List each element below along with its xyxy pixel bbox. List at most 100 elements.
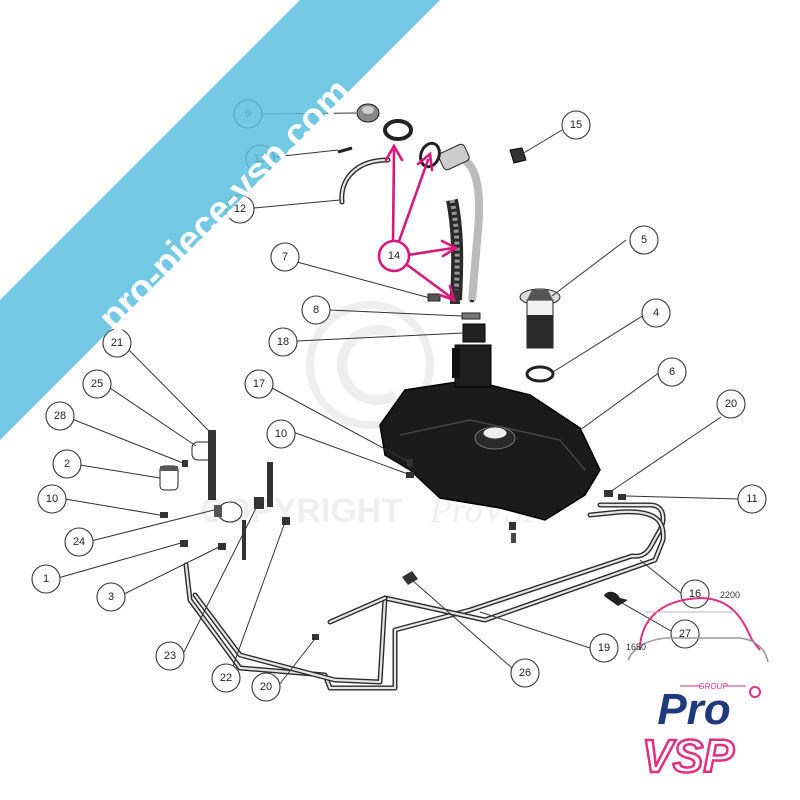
logo-pro: Pro	[657, 685, 730, 734]
callout-10-tank[interactable]: 10	[266, 419, 296, 449]
svg-text:16: 16	[689, 588, 701, 600]
callout-28[interactable]: 28	[45, 401, 75, 431]
dimension-1650: 1650	[626, 642, 646, 652]
callout-7[interactable]: 7	[270, 242, 300, 272]
fitting-23	[254, 497, 264, 509]
provsp-logo: 2200 1650 GROUP Pro VSP	[626, 590, 769, 783]
website-banner: pro-piece-vsp.com	[0, 0, 440, 440]
dimension-2200: 2200	[720, 590, 740, 600]
cap-ring	[383, 119, 413, 141]
callouts: 9 13 12 14 15 5 7 8 18 4 21 6 25 17 28 2…	[31, 99, 767, 702]
callout-8[interactable]: 8	[301, 295, 331, 325]
line-clip-26	[402, 571, 418, 585]
bracket-21	[208, 430, 216, 500]
callout-20-top[interactable]: 20	[716, 389, 746, 419]
svg-text:26: 26	[519, 667, 531, 679]
callout-18[interactable]: 18	[268, 327, 298, 357]
svg-text:19: 19	[598, 642, 610, 654]
callout-5[interactable]: 5	[629, 225, 659, 255]
filler-neck	[438, 143, 484, 303]
callout-19[interactable]: 19	[589, 633, 619, 663]
svg-text:10: 10	[275, 428, 287, 440]
bolt-under-tank	[509, 522, 516, 530]
callout-15[interactable]: 15	[561, 110, 591, 140]
fuel-lines	[183, 502, 666, 691]
svg-text:1: 1	[43, 573, 49, 585]
bracket-22	[267, 462, 273, 507]
svg-text:10: 10	[46, 493, 58, 505]
filler-cap	[356, 103, 380, 123]
highlight-arrows-14	[377, 143, 459, 303]
logo-dot	[749, 686, 761, 698]
connector-20-right	[604, 490, 613, 497]
callout-2[interactable]: 2	[52, 449, 82, 479]
svg-text:11: 11	[746, 493, 757, 505]
fuel-pump	[519, 288, 561, 349]
car-outline	[639, 596, 761, 651]
connector-20-low	[312, 634, 319, 640]
callout-10-left[interactable]: 10	[37, 484, 67, 514]
connector-11	[618, 494, 626, 500]
callout-25[interactable]: 25	[82, 369, 112, 399]
svg-text:3: 3	[108, 591, 114, 603]
svg-text:27: 27	[679, 628, 691, 640]
fitting-22	[282, 517, 290, 525]
svg-text:14: 14	[388, 250, 400, 262]
svg-text:17: 17	[253, 378, 265, 390]
svg-text:18: 18	[277, 336, 289, 348]
svg-text:20: 20	[260, 681, 272, 693]
svg-text:28: 28	[54, 410, 66, 422]
svg-text:24: 24	[73, 536, 85, 548]
callout-24[interactable]: 24	[64, 527, 94, 557]
bolt-under-tank-2	[511, 533, 516, 543]
svg-text:20: 20	[725, 398, 737, 410]
callout-16[interactable]: 16	[680, 579, 710, 609]
line-clip-27	[604, 591, 628, 606]
leader-lines	[57, 112, 740, 686]
pump-seal-ring	[525, 365, 555, 383]
logo-group-text: GROUP	[698, 682, 728, 691]
callout-4[interactable]: 4	[641, 298, 671, 328]
svg-text:12: 12	[234, 203, 246, 215]
fuel-tank	[379, 344, 601, 521]
bolt-17	[407, 459, 413, 467]
svg-text:22: 22	[220, 672, 232, 684]
clip-28	[182, 460, 188, 467]
bolt-1	[180, 540, 188, 547]
callout-23[interactable]: 23	[155, 641, 185, 671]
svg-text:6: 6	[669, 366, 675, 378]
neck-clamp	[450, 290, 460, 304]
callout-22[interactable]: 22	[211, 663, 241, 693]
svg-text:25: 25	[91, 378, 103, 390]
svg-text:15: 15	[570, 119, 582, 131]
connector-15	[509, 147, 527, 164]
svg-text:21: 21	[111, 337, 123, 349]
svg-text:8: 8	[313, 304, 319, 316]
svg-text:7: 7	[282, 251, 288, 263]
callout-20-bottom[interactable]: 20	[251, 672, 281, 702]
fuel-filter-2	[159, 465, 179, 491]
svg-text:4: 4	[653, 307, 659, 319]
fuel-filter-24	[214, 501, 243, 523]
callout-17[interactable]: 17	[244, 369, 274, 399]
bolt-10-left	[160, 512, 168, 518]
hose-clip-13	[337, 146, 353, 154]
callout-3[interactable]: 3	[96, 582, 126, 612]
callout-1[interactable]: 1	[31, 564, 61, 594]
nut-3	[218, 543, 226, 550]
callout-6[interactable]: 6	[657, 357, 687, 387]
callout-11[interactable]: 11	[737, 484, 767, 514]
callout-14[interactable]: 14	[388, 250, 400, 262]
logo-vsp: VSP	[642, 730, 734, 782]
grommet-18	[462, 323, 486, 343]
clip-8	[461, 312, 481, 320]
callout-27[interactable]: 27	[670, 619, 700, 649]
svg-text:5: 5	[641, 234, 647, 246]
svg-text:2: 2	[64, 458, 70, 470]
callout-21[interactable]: 21	[102, 328, 132, 358]
callout-26[interactable]: 26	[510, 658, 540, 688]
svg-text:23: 23	[164, 650, 176, 662]
bolt-10-tank	[406, 472, 414, 478]
breather-hose	[339, 157, 391, 205]
